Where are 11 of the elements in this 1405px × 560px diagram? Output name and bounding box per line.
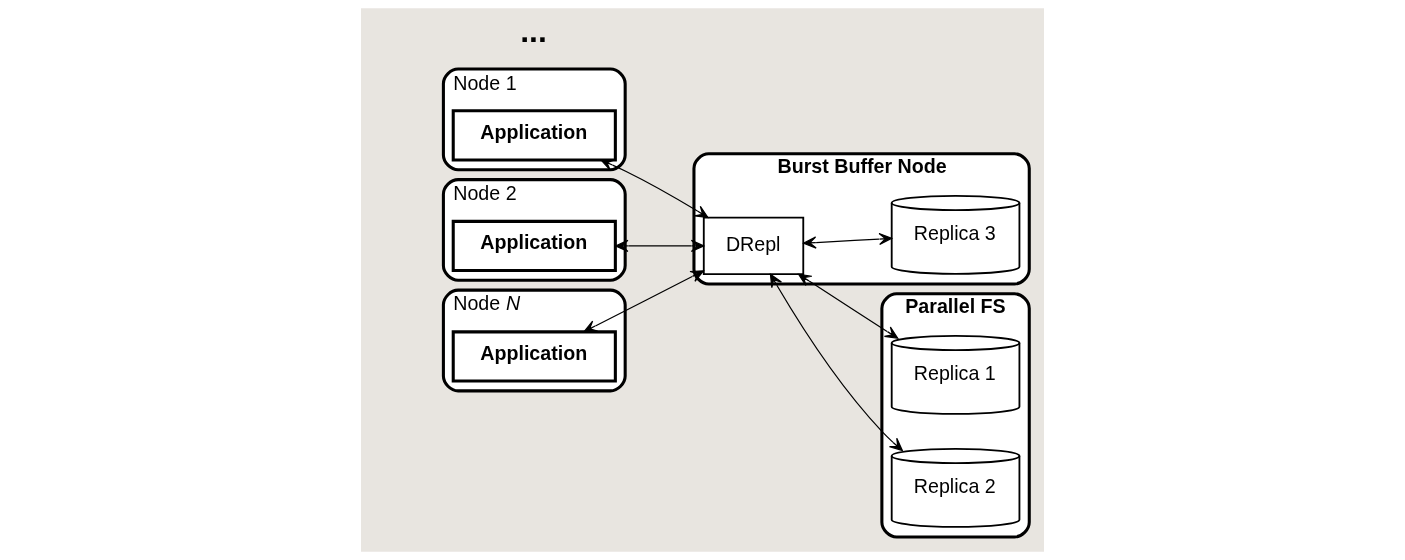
arrow — [600, 159, 709, 219]
arrow — [769, 273, 903, 452]
arrow — [615, 239, 705, 253]
arrow — [583, 270, 705, 333]
node-box: Application — [451, 219, 617, 272]
node-box: Application — [451, 330, 617, 383]
arrow — [797, 273, 899, 339]
node-box: DRepl — [702, 216, 805, 276]
label: ... — [520, 13, 547, 50]
node-box: Application — [451, 109, 617, 162]
arrow — [802, 232, 893, 249]
